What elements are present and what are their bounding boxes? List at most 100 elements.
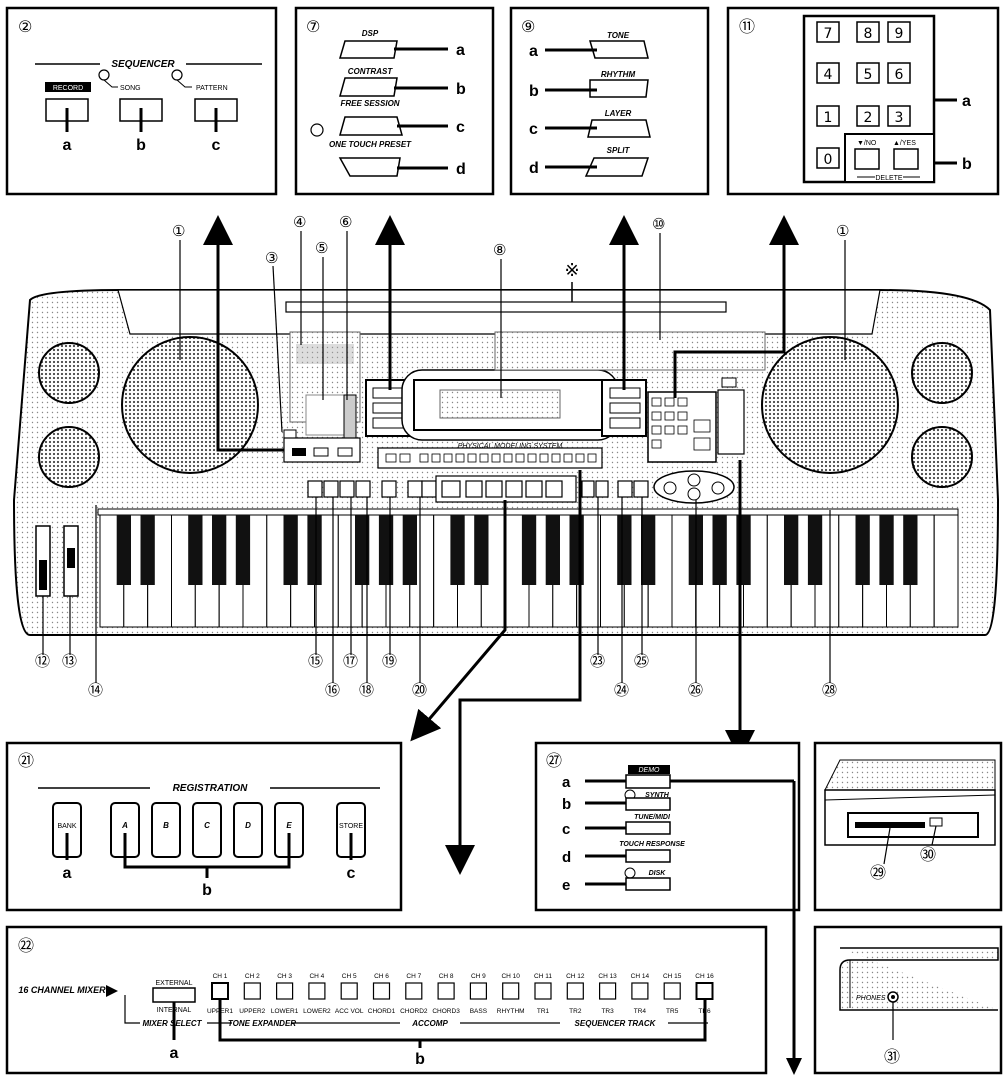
dsp-button[interactable] <box>338 40 398 59</box>
store-label: STORE <box>339 823 363 830</box>
black-key <box>545 515 560 585</box>
channel-label: CH 3 <box>277 973 292 980</box>
key-0[interactable] <box>816 147 840 169</box>
key-8[interactable] <box>856 21 880 43</box>
part-label: CHORD3 <box>432 1008 460 1015</box>
letter-d: d <box>562 849 571 866</box>
channel-button[interactable] <box>405 982 423 1000</box>
key-4[interactable] <box>816 62 840 84</box>
dsp-label: DSP <box>362 29 379 38</box>
channel-button[interactable] <box>276 982 294 1000</box>
channel-label: CH 6 <box>374 973 389 980</box>
channel-label: CH 14 <box>631 973 650 980</box>
channel-label: CH 13 <box>598 973 617 980</box>
channel-button[interactable] <box>598 982 617 1000</box>
callout-1-left: ① <box>172 222 185 240</box>
registration-a-label: A <box>121 821 128 830</box>
letter-d: d <box>456 161 466 178</box>
display-caption: PHYSICAL MODELING SYSTEM <box>458 443 563 450</box>
key-label: 1 <box>824 110 833 126</box>
free-session-button[interactable] <box>339 116 403 136</box>
demo-button[interactable] <box>625 774 671 789</box>
key-label: 7 <box>824 26 833 42</box>
registration-d-button[interactable] <box>233 802 263 858</box>
channel-button[interactable] <box>308 982 326 1000</box>
mixer-select-button[interactable] <box>152 987 196 1003</box>
key-6[interactable] <box>887 62 911 84</box>
channel-button[interactable] <box>695 982 714 1000</box>
rhythm-button[interactable] <box>589 79 649 98</box>
eject-button[interactable] <box>929 817 943 827</box>
key-9[interactable] <box>887 21 911 43</box>
channel-label: CH 12 <box>566 973 585 980</box>
part-label: BASS <box>470 1008 488 1015</box>
one-touch-preset-button[interactable] <box>338 157 401 177</box>
callout-4: ④ <box>293 213 306 231</box>
part-label: ACC VOL <box>335 1008 364 1015</box>
letter-a: a <box>562 774 571 791</box>
callout-25: ㉕ <box>634 652 649 670</box>
key-2[interactable] <box>856 105 880 127</box>
channel-label: CH 16 <box>695 973 714 980</box>
yes-button[interactable] <box>893 148 919 170</box>
layer-button[interactable] <box>587 119 651 138</box>
record-label: RECORD <box>53 85 83 92</box>
channel-button[interactable] <box>631 982 649 1000</box>
callout-27: ㉗ <box>546 751 562 770</box>
letter-c: c <box>212 137 221 154</box>
channel-button[interactable] <box>663 982 681 1000</box>
tone-label: TONE <box>607 31 630 40</box>
tone-button[interactable] <box>588 40 649 59</box>
registration-c-button[interactable] <box>192 802 222 858</box>
touch-response-button[interactable] <box>625 849 671 863</box>
channel-button[interactable] <box>372 982 391 1000</box>
key-1[interactable] <box>816 105 840 127</box>
channel-button[interactable] <box>469 982 487 1000</box>
key-label: 0 <box>824 152 833 168</box>
channel-button[interactable] <box>340 982 358 1000</box>
key-3[interactable] <box>887 105 911 127</box>
key-5[interactable] <box>856 62 880 84</box>
tune-midi-button[interactable] <box>625 821 671 835</box>
channel-button[interactable] <box>534 982 552 1000</box>
callout-17: ⑰ <box>343 652 358 670</box>
contrast-label: CONTRAST <box>348 67 394 76</box>
channel-button[interactable] <box>502 982 520 1000</box>
callout-15: ⑮ <box>308 652 323 670</box>
black-key <box>712 515 727 585</box>
black-key <box>641 515 656 585</box>
letter-b: b <box>415 1051 425 1068</box>
callout-23: ㉓ <box>590 652 605 670</box>
rhythm-label: RHYTHM <box>601 70 636 79</box>
delete-label: DELETE <box>875 175 903 182</box>
channel-label: CH 7 <box>406 973 421 980</box>
no-button[interactable] <box>854 148 880 170</box>
keypad-keys: 7 8 9 4 5 6 1 2 3 0 <box>816 21 911 169</box>
callout-19: ⑲ <box>382 652 397 670</box>
channel-button[interactable] <box>243 982 261 1000</box>
key-7[interactable] <box>816 21 840 43</box>
channel-label: CH 2 <box>245 973 260 980</box>
disk-button[interactable] <box>625 877 671 891</box>
tone-expander-label: TONE EXPANDER <box>228 1019 296 1028</box>
synth-button[interactable] <box>625 797 671 811</box>
channel-button[interactable] <box>437 982 455 1000</box>
contrast-button[interactable] <box>339 77 398 97</box>
black-key <box>307 515 322 585</box>
channel-label: CH 9 <box>471 973 486 980</box>
split-button[interactable] <box>584 157 650 177</box>
callout-1-right: ① <box>836 222 849 240</box>
channel-label: CH 11 <box>534 973 552 980</box>
leader-lines <box>42 231 846 683</box>
panel-registration: ㉑ REGISTRATION BANK A B C D E STORE a b … <box>5 741 403 912</box>
key-label: 8 <box>864 26 873 42</box>
channel-label: CH 10 <box>501 973 520 980</box>
part-label: TR3 <box>601 1008 614 1015</box>
registration-b-button[interactable] <box>151 802 181 858</box>
callout-9: ⑨ <box>521 17 535 36</box>
channel-button[interactable] <box>211 982 229 1000</box>
channel-button[interactable] <box>566 982 584 1000</box>
mixer-title: 16 CHANNEL MIXER <box>18 985 106 995</box>
panel-sequencer: ② SEQUENCER RECORD SONG PATTERN a b c <box>5 6 278 196</box>
